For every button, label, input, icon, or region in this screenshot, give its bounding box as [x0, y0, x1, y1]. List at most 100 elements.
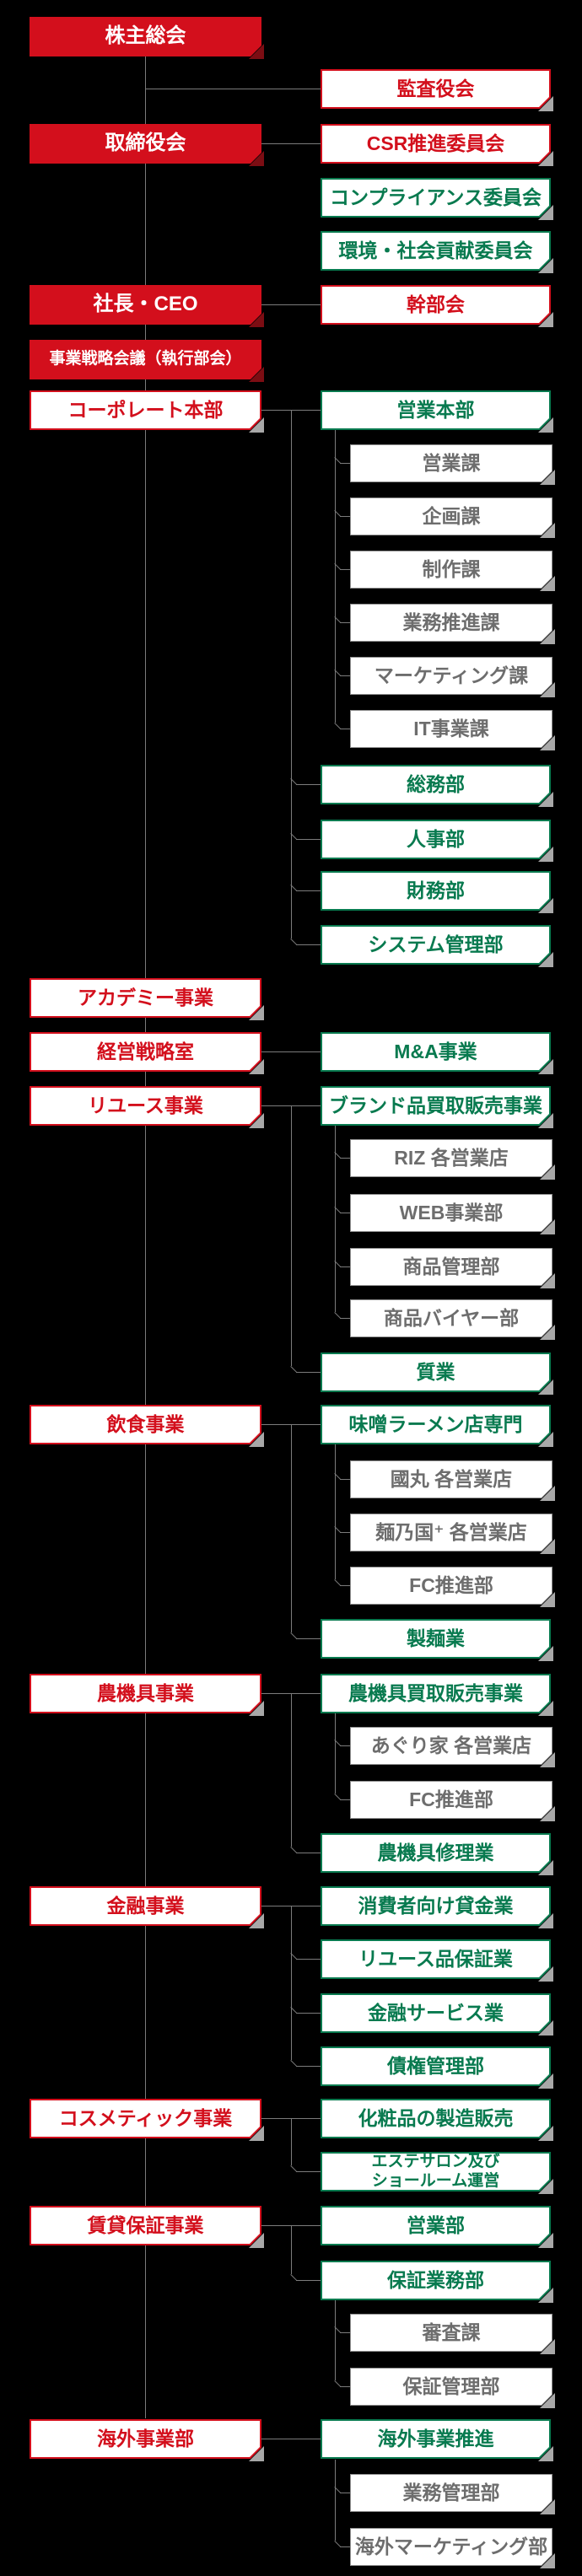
node-fill: [351, 1300, 552, 1336]
node-finance-dept: 財務部: [321, 871, 553, 913]
connector-line: [296, 2013, 321, 2014]
node-food-business: 飲食事業: [30, 1405, 264, 1447]
node-fill: [351, 605, 552, 641]
node-label: マーケティング課: [374, 664, 529, 686]
connector-line: [296, 2280, 321, 2281]
node-label: 金融事業: [106, 1894, 185, 1917]
node-fill: [322, 1941, 549, 1977]
connector-line: [291, 410, 292, 938]
connector-line: [340, 1799, 351, 1800]
node-label: 企画課: [422, 504, 481, 527]
connector-line: [296, 1638, 321, 1639]
node-fill: [31, 2100, 260, 2137]
connector-line: [296, 944, 321, 945]
node-noodle-manufacturing: 製麺業: [321, 1619, 553, 1661]
node-label: 海外事業推進: [377, 2427, 494, 2450]
node-label: アカデミー事業: [78, 986, 213, 1008]
connector-line: [340, 1479, 351, 1480]
connector-line: [296, 2171, 321, 2172]
connector-line: [296, 839, 321, 840]
node-operations-management-dept: 業務管理部: [350, 2474, 555, 2514]
node-fill: [31, 980, 260, 1016]
node-label: 株主総会: [105, 24, 186, 48]
connector-line: [291, 1424, 292, 1632]
connector-line: [261, 143, 321, 144]
node-fill: [351, 498, 552, 535]
node-corporate-hq: コーポレート本部: [30, 390, 264, 433]
node-fill: [322, 2100, 549, 2137]
node-fill: [322, 1621, 549, 1657]
node-fill: [322, 1888, 549, 1924]
node-product-buyer-dept: 商品バイヤー部: [350, 1299, 555, 1340]
node-web-business-dept: WEB事業部: [350, 1194, 555, 1234]
node-it-business-section: IT事業課: [350, 710, 555, 750]
node-screening-section: 審査課: [350, 2314, 555, 2354]
connector-line: [296, 784, 321, 785]
node-fill: [322, 2262, 549, 2299]
node-label: 業務管理部: [402, 2481, 500, 2503]
node-fill: [31, 392, 260, 428]
node-brand-resale-business: ブランド品買取販売事業: [321, 1086, 553, 1128]
node-marketing-section: マーケティング課: [350, 657, 555, 697]
node-business-strategy-council: 事業戦略会議（執行部会）: [30, 340, 264, 382]
connector-line: [340, 675, 351, 676]
connector-line: [335, 430, 336, 723]
node-label: 事業戦略会議（執行部会）: [49, 350, 242, 368]
node-board-of-directors: 取締役会: [30, 124, 264, 166]
node-fill: [351, 658, 552, 694]
node-fill: [351, 1140, 552, 1176]
connector-line: [340, 1266, 351, 1267]
node-label: コーポレート本部: [67, 398, 224, 421]
node-ma-business: M&A事業: [321, 1032, 553, 1074]
node-label: 営業本部: [396, 398, 475, 421]
node-agri-machinery-business: 農機具事業: [30, 1674, 264, 1716]
connector-line: [340, 2386, 351, 2387]
node-label: 環境・社会貢献委員会: [338, 239, 533, 261]
node-rental-guarantee-business: 賃貸保証事業: [30, 2206, 264, 2248]
connector-line: [340, 463, 351, 464]
node-academy-business: アカデミー事業: [30, 978, 264, 1020]
node-consumer-lending-business: 消費者向け貸金業: [321, 1886, 553, 1928]
node-fill: [322, 1354, 549, 1390]
node-label: 商品管理部: [402, 1255, 500, 1277]
node-fill: [351, 445, 552, 481]
node-guarantee-management-dept: 保証管理部: [350, 2368, 555, 2408]
connector-line: [340, 622, 351, 623]
node-fill: [322, 2154, 549, 2190]
node-general-affairs-dept: 総務部: [321, 765, 553, 807]
node-fill: [351, 2475, 552, 2511]
node-label: 飲食事業: [106, 1412, 185, 1435]
node-sales-hq: 営業本部: [321, 390, 553, 433]
node-label: 保証業務部: [387, 2268, 484, 2291]
node-fill: [322, 1995, 549, 2031]
connector-line: [340, 1532, 351, 1533]
node-label: ブランド品買取販売事業: [329, 1094, 542, 1116]
node-label: IT事業課: [413, 717, 489, 739]
connector-line: [291, 2225, 292, 2274]
node-planning-section: 企画課: [350, 497, 555, 538]
node-fill: [351, 2529, 552, 2565]
node-plate: [30, 340, 261, 379]
node-fill: [31, 1888, 260, 1924]
node-label: 総務部: [407, 772, 465, 795]
connector-line: [335, 1713, 336, 1794]
node-fill: [351, 1782, 552, 1818]
node-label: 社長・CEO: [93, 293, 198, 316]
connector-line: [296, 2066, 321, 2067]
node-label: 農機具修理業: [377, 1841, 494, 1863]
node-csr-promotion-committee: CSR推進委員会: [321, 124, 553, 166]
node-overseas-marketing-dept: 海外マーケティング部: [350, 2528, 555, 2568]
node-fill: [31, 2208, 260, 2244]
node-reuse-business: リユース事業: [30, 1086, 264, 1128]
node-system-management-dept: システム管理部: [321, 925, 553, 967]
node-label: RIZ 各営業店: [394, 1146, 509, 1169]
node-label: FC推進部: [409, 1573, 493, 1596]
node-overseas-business-promotion: 海外事業推進: [321, 2419, 553, 2461]
node-label: システム管理部: [368, 933, 504, 955]
node-fc-promotion-dept-agri: FC推進部: [350, 1781, 555, 1821]
node-agri-machinery-resale-business: 農機具買取販売事業: [321, 1674, 553, 1716]
connector-line: [335, 2460, 336, 2541]
node-fill: [351, 2315, 552, 2351]
node-label: 化粧品の製造販売: [358, 2106, 514, 2129]
node-label: 麺乃国⁺ 各営業店: [375, 1520, 527, 1543]
